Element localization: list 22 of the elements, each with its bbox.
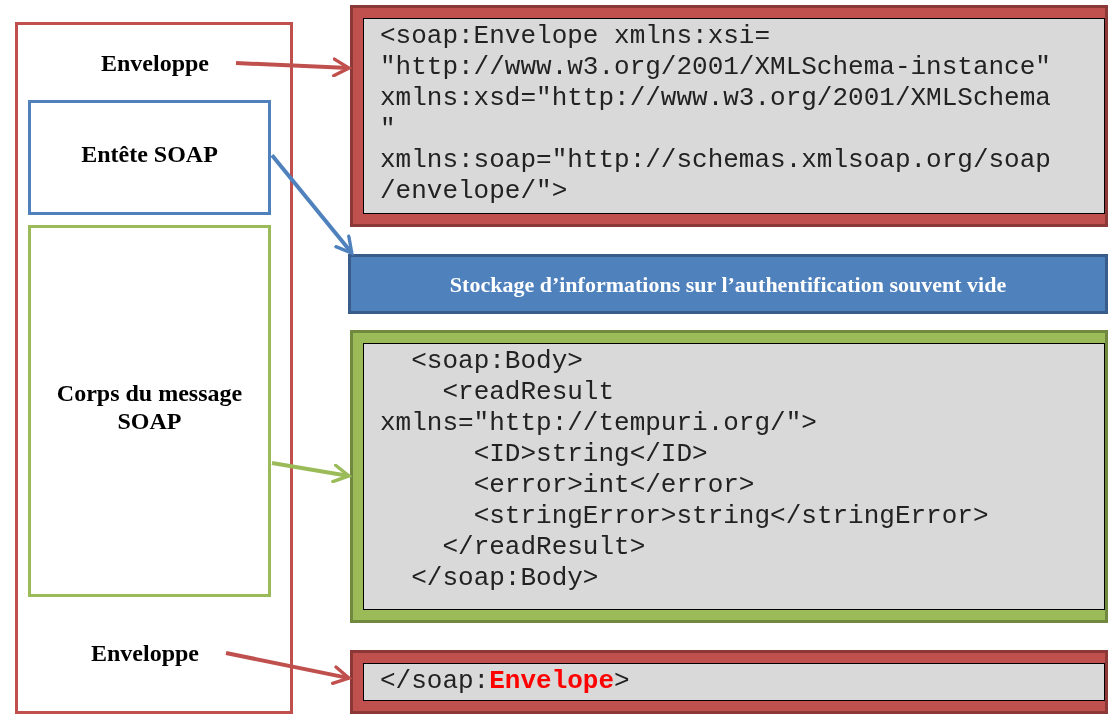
envelope-outline xyxy=(15,22,293,714)
box-label: Corps du message SOAP xyxy=(55,379,244,435)
code-line: <stringError>string</stringError> xyxy=(472,501,990,532)
code-line: <ID>string</ID> xyxy=(472,439,709,470)
code-line: <error>int</error> xyxy=(472,470,756,501)
arrow xyxy=(235,57,351,78)
code-line: </soap:Envelope> xyxy=(380,666,631,697)
arrow xyxy=(270,153,354,255)
code-line: <soap:Envelope xmlns:xsi= "http://www.w3.org/2001/XMLSchema-instance" xmlns:xsd="http://www.w3.org/2001/XMLSchema" xmlns:soap="http://schemas.xmlsoap.org/soap/envelope/"> xyxy=(380,21,1051,207)
envelope-label: Enveloppe xyxy=(75,46,235,80)
code-line: </readResult> xyxy=(441,532,647,563)
code-line: <soap:Body> xyxy=(410,346,584,377)
info-bar: Stockage d’informations sur l’authentification souvent vide xyxy=(348,254,1108,314)
header-box xyxy=(28,100,271,215)
envelope-label: Enveloppe xyxy=(65,636,225,670)
code-frame xyxy=(350,650,1108,714)
arrow xyxy=(225,651,351,685)
arrow xyxy=(271,461,351,484)
body-box xyxy=(28,225,271,597)
code-line: </soap:Body> xyxy=(410,563,600,594)
code-line: <readResult xmlns="http://tempuri.org/"> xyxy=(380,377,818,439)
box-label: Entête SOAP xyxy=(81,139,218,168)
